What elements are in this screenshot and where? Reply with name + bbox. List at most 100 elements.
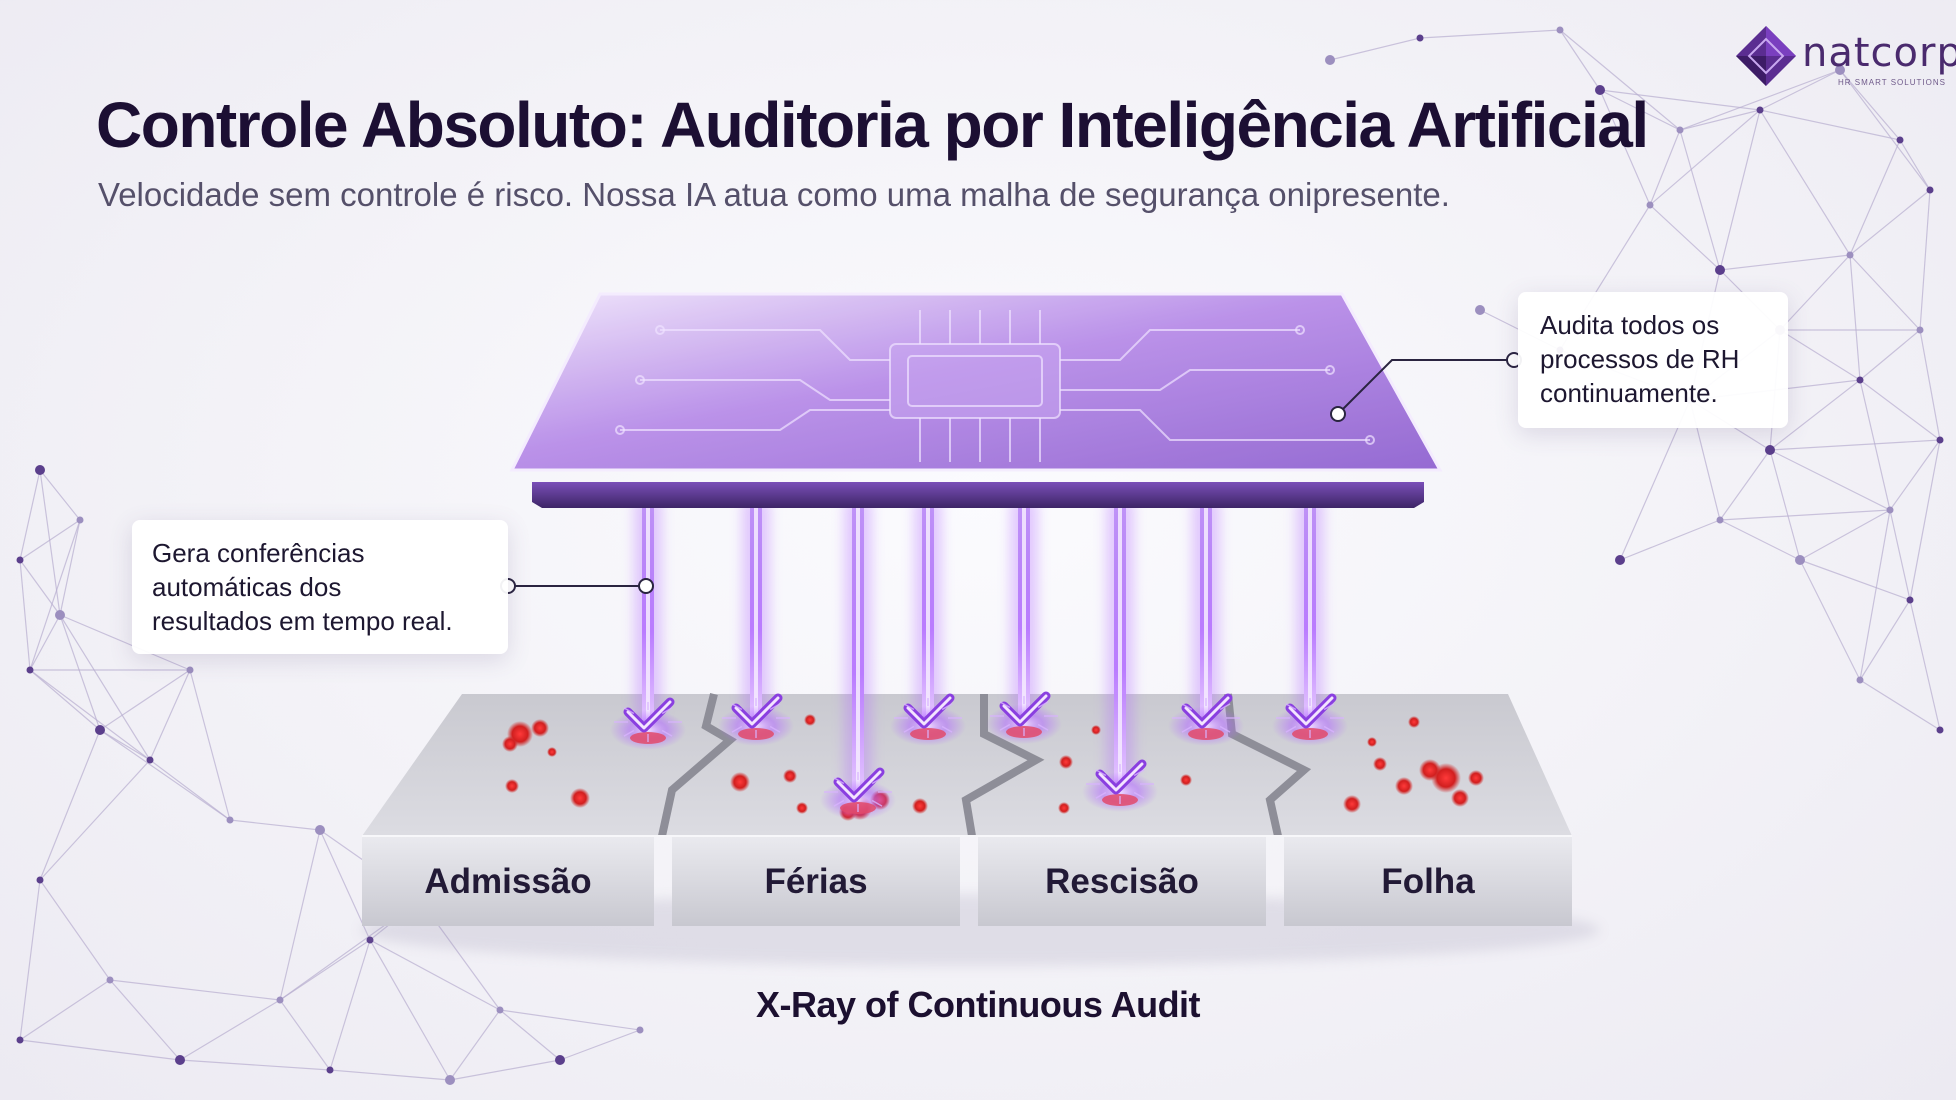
error-dot-icon — [1091, 725, 1101, 735]
network-node-icon — [1595, 85, 1605, 95]
slab-front-rescisao — [978, 836, 1266, 926]
ai-beam — [986, 500, 1062, 744]
network-node-icon — [276, 996, 284, 1004]
slab-front-admissao — [362, 836, 654, 926]
process-label-rescisao: Rescisão — [1045, 862, 1199, 901]
network-node-icon — [26, 666, 34, 674]
network-node-icon — [326, 1066, 334, 1074]
network-node-icon — [175, 1055, 185, 1065]
network-node-icon — [445, 1075, 455, 1085]
network-node-icon — [1475, 305, 1485, 315]
page-subtitle: Velocidade sem controle é risco. Nossa I… — [98, 176, 1450, 213]
error-dot-icon — [796, 802, 808, 814]
error-dot-icon — [1408, 716, 1420, 728]
slab-front-folha — [1284, 836, 1572, 926]
network-node-icon — [1835, 65, 1845, 75]
error-dot-icon — [804, 714, 816, 726]
chip-base — [532, 482, 1424, 508]
network-node-icon — [1906, 596, 1914, 604]
callout-left-line-3: resultados em tempo real. — [152, 606, 453, 636]
callout-right-line-1: Audita todos os — [1540, 310, 1720, 340]
network-node-icon — [636, 1026, 644, 1034]
network-node-icon — [1795, 555, 1805, 565]
network-node-icon — [1556, 26, 1564, 34]
ai-beam — [610, 500, 686, 750]
network-node-icon — [76, 516, 84, 524]
ai-beam — [1082, 500, 1158, 812]
error-dot-icon — [1180, 774, 1192, 786]
error-dot-icon — [502, 736, 518, 752]
ai-beam — [1272, 500, 1348, 746]
callout-connector-left — [500, 578, 654, 594]
network-node-icon — [555, 1055, 565, 1065]
network-node-icon — [16, 1036, 24, 1044]
ai-chip — [509, 292, 1443, 508]
error-dot-icon — [1468, 770, 1484, 786]
ai-beam — [820, 500, 896, 820]
callout-continuous-audit: Audita todos os processos de RH continua… — [1518, 292, 1788, 428]
process-label-admissao: Admissão — [424, 862, 591, 901]
callout-right-line-2: processos de RH — [1540, 344, 1740, 374]
network-node-icon — [106, 976, 114, 984]
crack-2 — [961, 694, 1045, 837]
ai-beam — [718, 500, 794, 746]
callout-right-line-3: continuamente. — [1540, 378, 1718, 408]
network-node-icon — [1936, 726, 1944, 734]
slab-front-ferias — [672, 836, 960, 926]
ai-beam — [1168, 500, 1244, 746]
diagram-caption: X-Ray of Continuous Audit — [755, 984, 1201, 1025]
network-node-icon — [1936, 436, 1944, 444]
network-node-icon — [496, 1006, 504, 1014]
natcorp-logo-icon — [1736, 26, 1796, 86]
network-node-icon — [1926, 186, 1934, 194]
network-node-icon — [146, 756, 154, 764]
network-node-icon — [1856, 376, 1864, 384]
callout-left-line-2: automáticas dos — [152, 572, 342, 602]
error-dot-icon — [1395, 777, 1413, 795]
network-node-icon — [1846, 251, 1854, 259]
network-node-icon — [1765, 445, 1775, 455]
error-dot-icon — [505, 779, 519, 793]
brand-name: natcorp — [1802, 30, 1956, 76]
network-node-icon — [1416, 34, 1424, 42]
process-label-ferias: Férias — [764, 862, 867, 901]
callout-realtime-checks: Gera conferências automáticas dos result… — [132, 520, 508, 654]
network-node-icon — [95, 725, 105, 735]
error-dot-icon — [912, 798, 928, 814]
network-node-icon — [1886, 506, 1894, 514]
natcorp-logo: natcorp HR SMART SOLUTIONS — [1726, 16, 1956, 96]
network-node-icon — [1856, 676, 1864, 684]
error-dot-icon — [531, 719, 549, 737]
error-dot-icon — [1343, 795, 1361, 813]
error-dot-icon — [570, 788, 590, 808]
network-node-icon — [1676, 126, 1684, 134]
error-dot-icon — [783, 769, 797, 783]
ai-beams — [610, 500, 1348, 820]
error-dot-icon — [1451, 789, 1469, 807]
network-node-icon — [1916, 326, 1924, 334]
callout-left-line-1: Gera conferências — [152, 538, 365, 568]
error-dot-icon — [1367, 737, 1377, 747]
error-dot-icon — [1059, 755, 1073, 769]
network-node-icon — [186, 666, 194, 674]
error-dot-icon — [1058, 802, 1070, 814]
error-dot-icon — [730, 772, 750, 792]
network-node-icon — [1756, 106, 1764, 114]
network-node-icon — [1615, 555, 1625, 565]
network-node-icon — [36, 876, 44, 884]
network-node-icon — [16, 556, 24, 564]
process-label-folha: Folha — [1381, 862, 1475, 901]
page-title: Controle Absoluto: Auditoria por Intelig… — [96, 89, 1649, 161]
network-node-icon — [1715, 265, 1725, 275]
network-node-icon — [226, 816, 234, 824]
network-node-icon — [35, 465, 45, 475]
network-node-icon — [55, 610, 65, 620]
network-node-icon — [1716, 516, 1724, 524]
network-node-icon — [1646, 201, 1654, 209]
error-dot-icon — [1373, 757, 1387, 771]
chip-icon — [615, 310, 1375, 462]
ai-beam — [890, 500, 966, 746]
error-dot-icon — [547, 747, 557, 757]
error-dot-icon — [1419, 759, 1441, 781]
